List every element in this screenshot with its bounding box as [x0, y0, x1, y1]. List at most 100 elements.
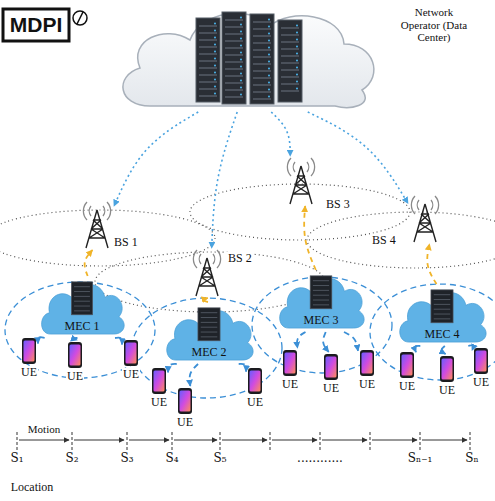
- ue-icon: [248, 368, 262, 394]
- base-station-node: BS 4: [410, 196, 440, 242]
- ue-icon: [22, 338, 36, 364]
- ue-icon: [324, 354, 338, 380]
- ellipsis: ............: [297, 452, 343, 465]
- timeline-tick: [72, 432, 73, 450]
- ue-icon: [124, 340, 138, 366]
- ue-icon: [178, 388, 192, 414]
- location-point: S₅: [213, 452, 226, 465]
- ue-icon: [440, 356, 454, 382]
- ue-label: UE: [281, 378, 299, 391]
- location-point: S₁: [10, 452, 23, 465]
- signal-waves: [83, 202, 110, 220]
- station-label: BS 3: [324, 198, 352, 211]
- user-equipment-node: UE: [124, 340, 138, 366]
- location-point: S₄: [165, 452, 178, 465]
- wireless-link: [441, 346, 445, 354]
- cloud-outline: [123, 13, 374, 107]
- phone-screen: [24, 341, 35, 362]
- ue-icon: [360, 350, 374, 376]
- user-equipment-node: UE: [22, 338, 36, 364]
- user-equipment-node: UE: [360, 350, 374, 376]
- operator-label: Network Operator (Data Center): [397, 6, 471, 44]
- phone-body: [68, 342, 82, 368]
- timeline-tick: [17, 432, 18, 450]
- phone-body: [248, 368, 262, 394]
- mec-coverage-ellipses: [5, 277, 495, 398]
- user-equipment-node: UE: [283, 350, 297, 376]
- backhaul-link: [308, 112, 408, 203]
- phone-screen: [70, 345, 81, 366]
- motion-label: Motion: [28, 423, 60, 435]
- tower-body: [414, 204, 436, 242]
- phone-screen: [476, 351, 487, 372]
- phone-screen: [126, 343, 137, 364]
- phone-body: [283, 350, 297, 376]
- bs-icon: [286, 158, 316, 204]
- ue-label: UE: [322, 382, 340, 395]
- ue-label: UE: [20, 366, 38, 379]
- user-equipment-node: UE: [152, 368, 166, 394]
- ue-icon: [400, 352, 414, 378]
- user-equipment-node: UE: [440, 356, 454, 382]
- base-station-node: BS 1: [82, 202, 112, 248]
- motion-arrow: [19, 440, 69, 441]
- phone-screen: [180, 391, 191, 412]
- phone-screen: [402, 355, 413, 376]
- backhaul-link: [271, 112, 290, 156]
- ue-label: UE: [122, 368, 140, 381]
- phone-body: [360, 350, 374, 376]
- mec-label: MEC 4: [424, 328, 459, 341]
- mec-server-node: MEC 3: [276, 272, 366, 330]
- phone-body: [152, 368, 166, 394]
- wireless-link: [85, 250, 93, 276]
- ue-label: UE: [398, 380, 416, 393]
- wireless-link: [468, 345, 473, 350]
- signal-waves: [287, 158, 314, 176]
- base-station-node: BS 3: [286, 158, 316, 204]
- dc-icon: [110, 4, 385, 110]
- motion-arrow: [174, 440, 217, 441]
- location-point: Sₙ: [465, 452, 478, 465]
- user-equipment-node: UE: [68, 342, 82, 368]
- wireless-link: [304, 206, 316, 270]
- user-equipment-node: UE: [324, 354, 338, 380]
- motion-arrow: [222, 440, 267, 441]
- backhaul-link: [114, 112, 198, 206]
- timeline-tick: [172, 432, 173, 450]
- user-equipment-node: UE: [248, 368, 262, 394]
- phone-body: [400, 352, 414, 378]
- bs-icon: [192, 250, 222, 296]
- timeline-tick: [470, 432, 471, 450]
- mdpi-logo: [3, 9, 87, 41]
- ue-label: UE: [472, 376, 490, 389]
- phone-screen: [362, 353, 373, 374]
- mec-label: MEC 2: [191, 346, 226, 359]
- bs-icon: [410, 196, 440, 242]
- bs-icon: [82, 202, 112, 248]
- motion-arrow: [129, 440, 169, 441]
- phone-screen: [326, 357, 337, 378]
- mec-server: [71, 282, 92, 315]
- ue-label: UE: [438, 384, 456, 397]
- signal-waves: [411, 196, 438, 214]
- user-equipment-node: UE: [178, 388, 192, 414]
- mec-server-node: MEC 2: [163, 304, 255, 362]
- phone-body: [324, 354, 338, 380]
- tower-body: [86, 210, 108, 248]
- phone-body: [474, 348, 488, 374]
- timeline-tick: [127, 432, 128, 450]
- phone-screen: [154, 371, 165, 392]
- location-point: S₃: [120, 452, 133, 465]
- wireless-link: [190, 364, 198, 386]
- timeline-tick: [270, 432, 271, 450]
- base-station-node: BS 2: [192, 250, 222, 296]
- ue-label: UE: [246, 396, 264, 409]
- backhaul-link: [212, 112, 238, 248]
- mec-server-node: MEC 4: [396, 286, 488, 344]
- wireless-link: [203, 298, 208, 302]
- timeline-tick: [320, 432, 321, 450]
- wireless-link: [415, 346, 421, 352]
- station-label: BS 2: [226, 252, 254, 265]
- phone-screen: [442, 359, 453, 380]
